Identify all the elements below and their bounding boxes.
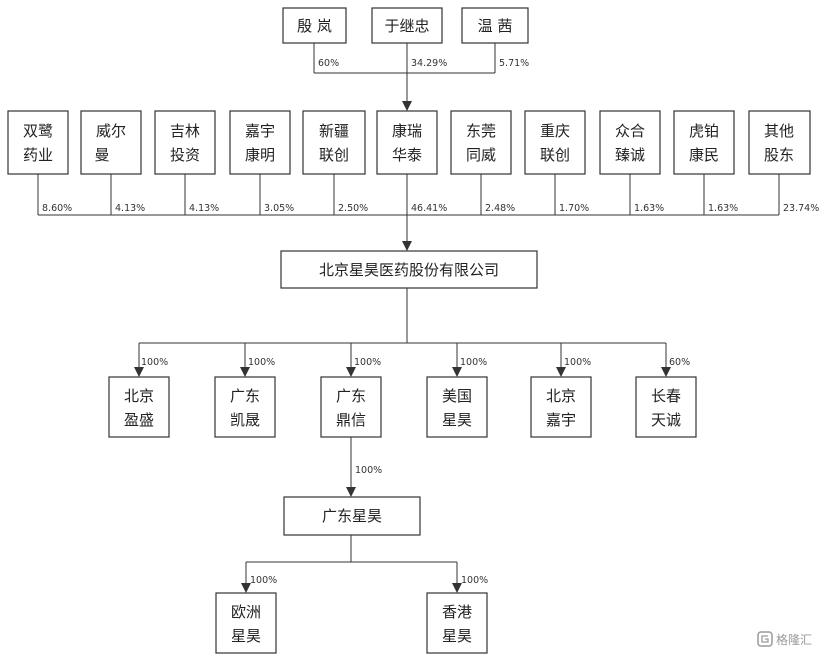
shareholder-name-line1: 虎铂	[689, 122, 719, 140]
subsidiary-europe-xinghao: 欧洲 星昊	[215, 592, 277, 654]
shareholder-kangrui-huatai: 康瑞 华泰	[376, 110, 438, 175]
watermark-text: 格隆汇	[776, 632, 812, 647]
subsidiary-us-xinghao: 美国 星昊	[426, 376, 488, 438]
shareholder-name-line1: 威尔	[96, 122, 126, 140]
subsidiary-guangdong-kaisheng: 广东 凯晟	[214, 376, 276, 438]
shareholder-name-line2: 华泰	[392, 146, 422, 164]
watermark: 格隆汇	[757, 631, 812, 647]
shareholder-name-line1: 吉林	[170, 122, 200, 140]
shareholder-name-line1: 嘉宇	[245, 122, 275, 140]
shareholder-name-line2: 曼	[94, 146, 109, 164]
subsidiary-beijing-jiayu: 北京 嘉宇	[530, 376, 592, 438]
ownership-percentage: 4.13%	[115, 203, 145, 214]
ownership-percentage: 60%	[318, 58, 339, 69]
shareholder-jilin-investment: 吉林 投资	[154, 110, 216, 175]
ownership-percentage: 1.63%	[634, 203, 664, 214]
shareholder-name-line1: 康瑞	[392, 122, 422, 140]
subsidiary-beijing-yingsheng: 北京 盈盛	[108, 376, 170, 438]
ownership-percentage: 4.13%	[189, 203, 219, 214]
shareholder-name-line2: 股东	[764, 146, 794, 164]
shareholder-shuanglu-pharma: 双鹭 药业	[7, 110, 69, 175]
ownership-percentage: 3.05%	[264, 203, 294, 214]
subsidiary-name-line1: 美国	[442, 387, 472, 405]
shareholder-hubo-kangmin: 虎铂 康民	[673, 110, 735, 175]
subsidiary-guangdong-xinghao: 广东星昊	[283, 496, 421, 536]
shareholder-name-line1: 众合	[615, 122, 645, 140]
ownership-percentage: 2.48%	[485, 203, 515, 214]
shareholder-name-line2: 联创	[319, 146, 349, 164]
subsidiary-name-line1: 广东	[230, 387, 260, 405]
ownership-percentage: 60%	[669, 357, 690, 368]
watermark-logo-icon	[757, 631, 773, 647]
shareholder-name: 殷 岚	[297, 17, 332, 35]
ownership-percentage: 100%	[354, 357, 381, 368]
shareholder-others: 其他 股东	[748, 110, 811, 175]
shareholder-name-line2: 联创	[540, 146, 570, 164]
subsidiary-arrows	[134, 343, 671, 377]
ownership-percentage: 100%	[461, 575, 488, 586]
ownership-percentage: 100%	[355, 465, 382, 476]
shareholder-name-line2: 康民	[689, 146, 719, 164]
subsidiary-changchun-tiancheng: 长春 天诚	[635, 376, 697, 438]
subsidiary-name-line2: 鼎信	[336, 411, 366, 429]
ownership-percentage: 23.74%	[783, 203, 819, 214]
shareholder-name-line1: 其他	[764, 122, 794, 140]
shareholder-name-line1: 双鹭	[23, 122, 53, 140]
shareholder-zhonghe-zhencheng: 众合 臻诚	[599, 110, 661, 175]
shareholder-chongqing-lianchuang: 重庆 联创	[524, 110, 586, 175]
subsidiary-name-line2: 星昊	[442, 627, 472, 645]
ownership-percentage: 34.29%	[411, 58, 447, 69]
ownership-percentage: 5.71%	[499, 58, 529, 69]
subsidiary-guangdong-dingxin: 广东 鼎信	[320, 376, 382, 438]
subsidiary-name-line2: 星昊	[442, 411, 472, 429]
subsidiary-name-line2: 嘉宇	[546, 411, 576, 429]
ownership-percentage: 100%	[460, 357, 487, 368]
subsidiary-name-line2: 凯晟	[230, 411, 260, 429]
shareholder-name-line2: 康明	[245, 146, 275, 164]
subsidiary-name-line2: 天诚	[651, 411, 681, 429]
shareholder-yin-lan: 殷 岚	[282, 7, 347, 44]
ownership-percentage: 100%	[250, 575, 277, 586]
shareholder-name-line2: 同威	[466, 146, 496, 164]
shareholder-name-line1: 重庆	[540, 122, 570, 140]
shareholder-name-line2: 药业	[23, 146, 53, 164]
ownership-percentage: 2.50%	[338, 203, 368, 214]
subsidiary-name-line1: 长春	[651, 387, 681, 405]
subsidiary-name-line1: 香港	[442, 603, 472, 621]
shareholder-name-line2: 投资	[170, 146, 200, 164]
ownership-percentage: 46.41%	[411, 203, 447, 214]
ownership-percentage: 100%	[248, 357, 275, 368]
shareholder-wen-qian: 温 茜	[461, 7, 529, 44]
shareholder-jiayu-kangming: 嘉宇 康明	[229, 110, 291, 175]
ownership-percentage: 100%	[564, 357, 591, 368]
subsidiary-name-line1: 北京	[124, 387, 154, 405]
shareholder-name-line2: 臻诚	[615, 146, 645, 164]
row-connectors	[37, 174, 780, 216]
subsidiary-name-line1: 欧洲	[231, 603, 261, 621]
subsidiary-hongkong-xinghao: 香港 星昊	[426, 592, 488, 654]
subsidiary-name-line2: 星昊	[231, 627, 261, 645]
ownership-percentage: 100%	[141, 357, 168, 368]
ownership-percentage: 1.63%	[708, 203, 738, 214]
main-company: 北京星昊医药股份有限公司	[280, 250, 538, 289]
shareholder-name: 温 茜	[478, 17, 513, 35]
subsidiary-name-line1: 广东	[336, 387, 366, 405]
ownership-percentage: 8.60%	[42, 203, 72, 214]
shareholder-yu-jizhong: 于继忠	[371, 7, 443, 44]
subsidiary-name-line1: 北京	[546, 387, 576, 405]
shareholder-dongguan-tongwei: 东莞 同威	[450, 110, 512, 175]
shareholder-xinjiang-lianchuang: 新疆 联创	[302, 110, 366, 175]
shareholder-name: 于继忠	[384, 17, 429, 35]
shareholder-name-line1: 东莞	[466, 122, 496, 140]
subsidiary-name-line2: 盈盛	[124, 411, 154, 429]
company-name: 广东星昊	[322, 507, 382, 525]
company-name: 北京星昊医药股份有限公司	[319, 261, 499, 279]
ownership-percentage: 1.70%	[559, 203, 589, 214]
shareholder-name-line1: 新疆	[319, 122, 349, 140]
shareholder-weierman: 威尔 曼	[80, 110, 142, 175]
